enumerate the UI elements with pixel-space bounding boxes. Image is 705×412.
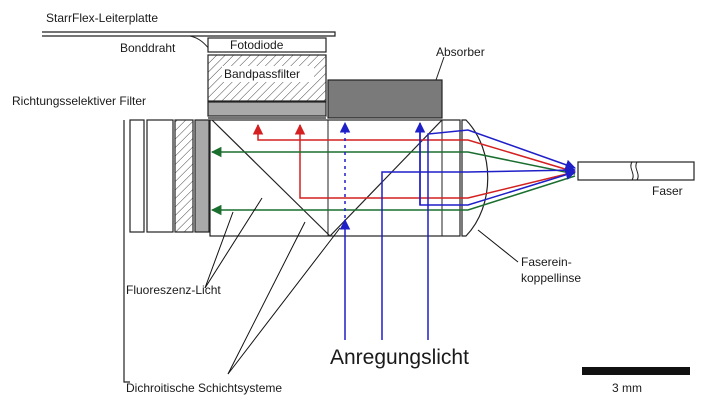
dichroic-leaders [227,221,341,375]
directional-filter [207,101,327,117]
excitation-label: Anregungslicht [330,346,469,369]
fluorescence-leaders [204,197,263,289]
dir-filter-label: Richtungsselektiver Filter [12,94,146,108]
photodiode [207,37,327,53]
dichroic-layer-1 [211,119,331,237]
coupling-lens [461,119,489,237]
dichroic-label: Dichroitische Schichtsysteme [126,381,282,395]
excitation-rays [339,121,577,340]
fluorescence-rays-green [210,146,576,216]
dichroic-layer-2 [329,119,443,237]
lens-leader [477,229,519,263]
coupling-lens-label: Faserein- koppellinse [521,255,581,285]
fluorescence-rays-red [252,123,576,199]
pcb-label: StarrFlex-Leiterplatte [46,11,158,25]
bandpass-label: Bandpassfilter [224,67,300,81]
prism-block [209,119,461,237]
fiber-label: Faser [652,184,683,198]
pcb-board: StarrFlex-Leiterplatte [42,11,336,37]
left-assembly [123,119,210,383]
absorber [327,79,443,119]
fluorescence-label: Fluoreszenz-Licht [126,283,221,297]
absorber-leader [435,56,445,81]
scale-label: 3 mm [612,381,642,395]
absorber-label: Absorber [436,45,485,59]
bond-wire-label: Bonddraht [120,41,176,55]
scale-bar [582,367,690,375]
photodiode-label: Fotodiode [230,38,284,52]
fiber [577,161,695,181]
